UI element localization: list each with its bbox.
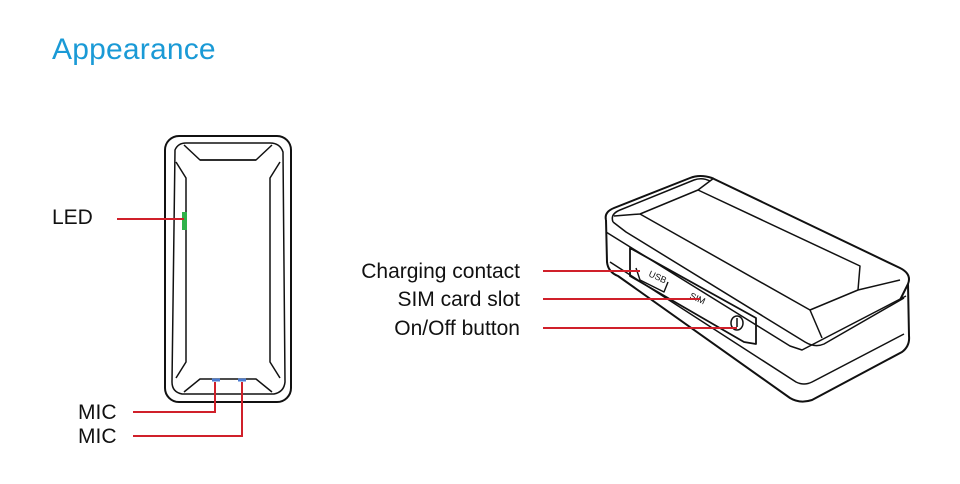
charging-contact-label: Charging contact: [361, 260, 520, 283]
device-front-view: [164, 135, 292, 403]
led-label: LED: [52, 206, 93, 229]
led-indicator: [182, 212, 187, 230]
mic-1-leader-line: [133, 382, 216, 413]
mic-2-label: MIC: [78, 425, 117, 448]
power-button-icon: [730, 315, 744, 331]
front-leader-lines: [117, 218, 243, 437]
mic-2-leader-line: [133, 382, 243, 437]
mic-1-label: MIC: [78, 401, 117, 424]
sim-card-slot-label: SIM card slot: [397, 288, 520, 311]
device-3d-view: [604, 175, 911, 403]
on-off-button-label: On/Off button: [394, 317, 520, 340]
side-leader-lines: [543, 270, 737, 329]
page-title: Appearance: [52, 33, 216, 66]
usb-marking: USB: [647, 269, 668, 286]
